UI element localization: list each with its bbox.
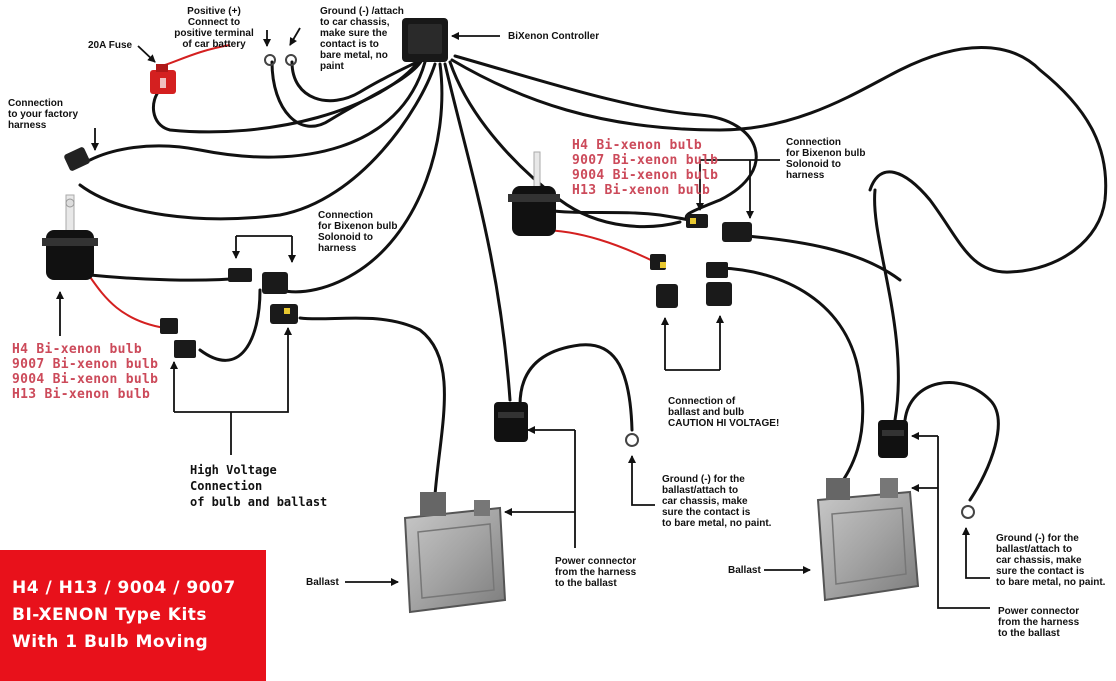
- kit-title-line-1: H4 / H13 / 9004 / 9007: [12, 578, 236, 598]
- controller-box: [402, 18, 448, 62]
- bulb-type-left-4: H13 Bi-xenon bulb: [12, 387, 151, 402]
- high-voltage-line-1: High Voltage: [190, 463, 277, 477]
- ground-top-line-6: paint: [320, 61, 344, 72]
- positive-line-4: of car battery: [182, 39, 246, 50]
- ballast-left: [403, 492, 507, 614]
- ground-right-label: Ground (-) for the ballast/attach to car…: [996, 533, 1105, 588]
- ground-right-line-2: ballast/attach to: [996, 544, 1073, 555]
- power-mid-line-2: from the harness: [555, 567, 637, 578]
- factory-line-2: to your factory: [8, 109, 79, 120]
- factory-harness-label: Connection to your factory harness: [8, 98, 78, 131]
- solenoid-left-line-4: harness: [318, 243, 357, 254]
- high-voltage-label: High Voltage Connection of bulb and ball…: [190, 462, 327, 510]
- power-right-line-3: to the ballast: [998, 628, 1060, 639]
- positive-label: Positive (+) Connect to positive termina…: [158, 6, 270, 50]
- kit-title-line-2: BI-XENON Type Kits: [12, 605, 208, 625]
- bulb-types-right: H4 Bi-xenon bulb 9007 Bi-xenon bulb 9004…: [572, 138, 718, 198]
- power-mid-line-3: to the ballast: [555, 578, 617, 589]
- kit-title-box: H4 / H13 / 9004 / 9007 BI-XENON Type Kit…: [0, 550, 266, 681]
- ground-top-line-5: bare metal, no: [320, 50, 388, 61]
- ground-top-line-2: to car chassis,: [320, 17, 390, 28]
- bulb-type-right-2: 9007 Bi-xenon bulb: [572, 153, 719, 168]
- bulb-type-right-1: H4 Bi-xenon bulb: [572, 138, 703, 153]
- bulb-types-left: H4 Bi-xenon bulb 9007 Bi-xenon bulb 9004…: [12, 342, 158, 402]
- ground-top-line-4: contact is to: [320, 39, 379, 50]
- solenoid-right-line-2: for Bixenon bulb: [786, 148, 866, 159]
- factory-line-1: Connection: [8, 98, 63, 109]
- solenoid-left-line-3: Solonoid to: [318, 232, 373, 243]
- ballast-right-label: Ballast: [728, 565, 761, 576]
- fuse-holder: [150, 64, 176, 94]
- ground-mid-line-4: sure the contact is: [662, 507, 751, 518]
- bulb-type-left-2: 9007 Bi-xenon bulb: [12, 357, 159, 372]
- ground-top-label: Ground (-) /attach to car chassis, make …: [320, 6, 404, 72]
- power-connectors: [494, 402, 908, 458]
- solenoid-right-line-4: harness: [786, 170, 825, 181]
- callout-arrows: [56, 27, 990, 609]
- bulb-type-left-1: H4 Bi-xenon bulb: [12, 342, 143, 357]
- controller-label: BiXenon Controller: [508, 31, 600, 42]
- ground-mid-line-2: ballast/attach to: [662, 485, 739, 496]
- factory-line-3: harness: [8, 120, 47, 131]
- bulb-type-left-3: 9004 Bi-xenon bulb: [12, 372, 159, 387]
- solenoid-left-line-1: Connection: [318, 210, 373, 221]
- high-voltage-line-2: Connection: [190, 479, 263, 493]
- positive-line-1: Positive (+): [187, 6, 241, 17]
- power-mid-label: Power connector from the harness to the …: [555, 556, 636, 589]
- ring-terminals: [264, 54, 975, 519]
- high-voltage-line-3: of bulb and ballast: [190, 495, 328, 509]
- solenoid-right-line-1: Connection: [786, 137, 841, 148]
- bulb-type-right-3: 9004 Bi-xenon bulb: [572, 168, 719, 183]
- positive-line-3: positive terminal: [174, 28, 254, 39]
- ground-right-line-5: to bare metal, no paint.: [996, 577, 1106, 588]
- ground-top-line-3: make sure the: [320, 28, 388, 39]
- ground-mid-line-1: Ground (-) for the: [662, 474, 745, 485]
- bulb-type-right-4: H13 Bi-xenon bulb: [572, 183, 711, 198]
- power-right-label: Power connector from the harness to the …: [998, 606, 1079, 639]
- ground-top-line-1: Ground (-) /attach: [320, 6, 404, 17]
- right-bulb: [508, 151, 560, 236]
- power-mid-line-1: Power connector: [555, 556, 637, 567]
- ground-right-line-4: sure the contact is: [996, 566, 1085, 577]
- solenoid-left-line-2: for Bixenon bulb: [318, 221, 398, 232]
- ground-mid-label: Ground (-) for the ballast/attach to car…: [662, 474, 771, 529]
- ground-mid-line-5: to bare metal, no paint.: [662, 518, 772, 529]
- ballast-bulb-line-1: Connection of: [668, 396, 736, 407]
- ballast-left-label: Ballast: [306, 577, 339, 588]
- ground-right-line-1: Ground (-) for the: [996, 533, 1079, 544]
- ballast-bulb-line-2: ballast and bulb: [668, 407, 745, 418]
- ballast-right: [816, 478, 920, 602]
- fuse-label: 20A Fuse: [88, 40, 133, 51]
- left-bulb: [42, 194, 98, 280]
- connectors: [160, 214, 752, 358]
- power-right-line-2: from the harness: [998, 617, 1080, 628]
- kit-title-line-3: With 1 Bulb Moving: [12, 632, 209, 652]
- solenoid-right-label: Connection for Bixenon bulb Solonoid to …: [786, 137, 865, 181]
- solenoid-left-label: Connection for Bixenon bulb Solonoid to …: [318, 210, 397, 254]
- ballast-bulb-line-3: CAUTION HI VOLTAGE!: [668, 418, 780, 429]
- ballast-bulb-connection-label: Connection of ballast and bulb CAUTION H…: [668, 396, 779, 429]
- power-right-line-1: Power connector: [998, 606, 1080, 617]
- ground-right-line-3: car chassis, make: [996, 555, 1082, 566]
- positive-line-2: Connect to: [187, 17, 241, 28]
- factory-connector: [64, 147, 90, 171]
- solenoid-right-line-3: Solonoid to: [786, 159, 841, 170]
- ground-mid-line-3: car chassis, make: [662, 496, 748, 507]
